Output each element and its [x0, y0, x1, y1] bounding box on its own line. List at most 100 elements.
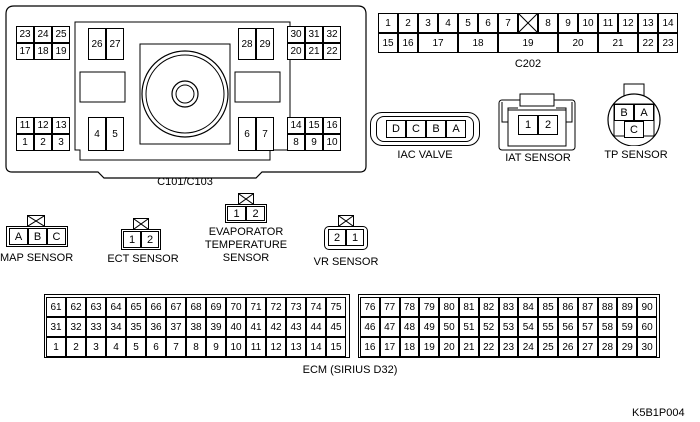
c101-pin: 26 — [88, 28, 106, 60]
c101-label: C101/C103 — [157, 176, 213, 188]
ecm-pin: 6 — [146, 337, 166, 357]
ecm-pin: 23 — [498, 337, 519, 357]
tp-pin: B — [614, 104, 634, 121]
ecm-pin: 15 — [326, 337, 346, 357]
c101-pin: 18 — [34, 43, 52, 60]
iat-pin: 2 — [538, 115, 558, 135]
ecm-pin: 47 — [379, 317, 400, 337]
c202-pin: 6 — [478, 13, 498, 33]
ecm-pin: 58 — [597, 317, 618, 337]
c101-pin: 13 — [52, 117, 70, 134]
ecm-pin: 69 — [206, 297, 226, 317]
ecm-pin: 13 — [286, 337, 306, 357]
ecm-pin: 79 — [419, 297, 440, 317]
ecm-pin: 2 — [66, 337, 86, 357]
ecm-pin: 55 — [538, 317, 558, 337]
ecm-pin: 45 — [326, 317, 346, 337]
c101-pin: 30 — [287, 26, 305, 43]
ecm-pin: 61 — [46, 297, 66, 317]
ecm-pin: 56 — [558, 317, 578, 337]
c202-pin: 23 — [658, 33, 678, 53]
c101-pin: 31 — [305, 26, 323, 43]
c202-pin: 4 — [438, 13, 458, 33]
ecm-pin: 70 — [226, 297, 246, 317]
ecm-pin: 43 — [286, 317, 306, 337]
evap-pin: 2 — [246, 206, 265, 221]
ect-pin: 1 — [123, 231, 141, 248]
c202-label: C202 — [514, 58, 542, 70]
c202-pin: 20 — [558, 33, 598, 53]
ecm-pin: 68 — [186, 297, 206, 317]
ecm-pin: 46 — [360, 317, 380, 337]
ecm-pin: 36 — [146, 317, 166, 337]
ecm-pin: 34 — [106, 317, 126, 337]
c101-pin: 9 — [305, 134, 323, 151]
evap-latch-icon — [238, 193, 254, 205]
c202-pin: 9 — [558, 13, 578, 33]
c202-pin: 16 — [398, 33, 418, 53]
ecm-pin: 22 — [478, 337, 499, 357]
c101-pin: 3 — [52, 134, 70, 151]
c101-pin: 17 — [16, 43, 34, 60]
ecm-pin: 75 — [326, 297, 346, 317]
iat-label: IAT SENSOR — [505, 152, 571, 164]
ecm-pin: 64 — [106, 297, 126, 317]
ecm-pin: 50 — [439, 317, 459, 337]
ecm-label: ECM (SIRIUS D32) — [302, 364, 398, 376]
ecm-pin: 62 — [66, 297, 86, 317]
ecm-pin: 25 — [538, 337, 558, 357]
ecm-pin: 48 — [399, 317, 420, 337]
c202-pin: 5 — [458, 13, 478, 33]
ecm-pin: 27 — [577, 337, 598, 357]
ect-pin: 2 — [141, 231, 159, 248]
ecm-pin: 33 — [86, 317, 106, 337]
ecm-pin: 65 — [126, 297, 146, 317]
ecm-pin: 42 — [266, 317, 286, 337]
vr-pin: 1 — [346, 229, 364, 246]
evap-label: EVAPORATOR TEMPERATURE SENSOR — [204, 226, 288, 264]
c202-latch-icon — [518, 13, 538, 33]
map-pin: B — [28, 228, 47, 245]
ecm-pin: 21 — [459, 337, 479, 357]
ect-latch-icon — [133, 218, 149, 230]
c101-pin: 4 — [88, 117, 106, 151]
c202-pin: 2 — [398, 13, 418, 33]
ect-label: ECT SENSOR — [107, 253, 179, 265]
c202-pin: 11 — [598, 13, 618, 33]
iac-pin: C — [406, 120, 426, 138]
c202-pin: 10 — [578, 13, 598, 33]
map-pin: A — [9, 228, 28, 245]
c101-pin: 5 — [106, 117, 124, 151]
c202-pin: 7 — [498, 13, 518, 33]
ecm-pin: 76 — [360, 297, 380, 317]
ecm-pin: 51 — [459, 317, 479, 337]
ecm-pin: 20 — [439, 337, 459, 357]
ecm-pin: 57 — [577, 317, 598, 337]
c101-pin: 2 — [34, 134, 52, 151]
ecm-pin: 85 — [538, 297, 558, 317]
c101-pin: 7 — [256, 117, 274, 151]
ecm-pin: 89 — [617, 297, 638, 317]
ecm-pin: 37 — [166, 317, 186, 337]
c101-pin: 12 — [34, 117, 52, 134]
ecm-pin: 18 — [399, 337, 420, 357]
c202-pin: 14 — [658, 13, 678, 33]
ecm-pin: 78 — [399, 297, 420, 317]
ecm-pin: 44 — [306, 317, 326, 337]
evap-pin: 1 — [227, 206, 246, 221]
ecm-pin: 71 — [246, 297, 266, 317]
c101-pin: 27 — [106, 28, 124, 60]
ecm-pin: 24 — [518, 337, 539, 357]
c101-pin: 19 — [52, 43, 70, 60]
ecm-pin: 88 — [597, 297, 618, 317]
c101-pin: 1 — [16, 134, 34, 151]
ecm-pin: 49 — [419, 317, 440, 337]
map-pin: C — [47, 228, 66, 245]
c101-pin: 15 — [305, 117, 323, 134]
vr-pin: 2 — [328, 229, 346, 246]
c101-pin: 23 — [16, 26, 34, 43]
ecm-pin: 66 — [146, 297, 166, 317]
ecm-pin: 17 — [379, 337, 400, 357]
c202-pin: 15 — [378, 33, 398, 53]
